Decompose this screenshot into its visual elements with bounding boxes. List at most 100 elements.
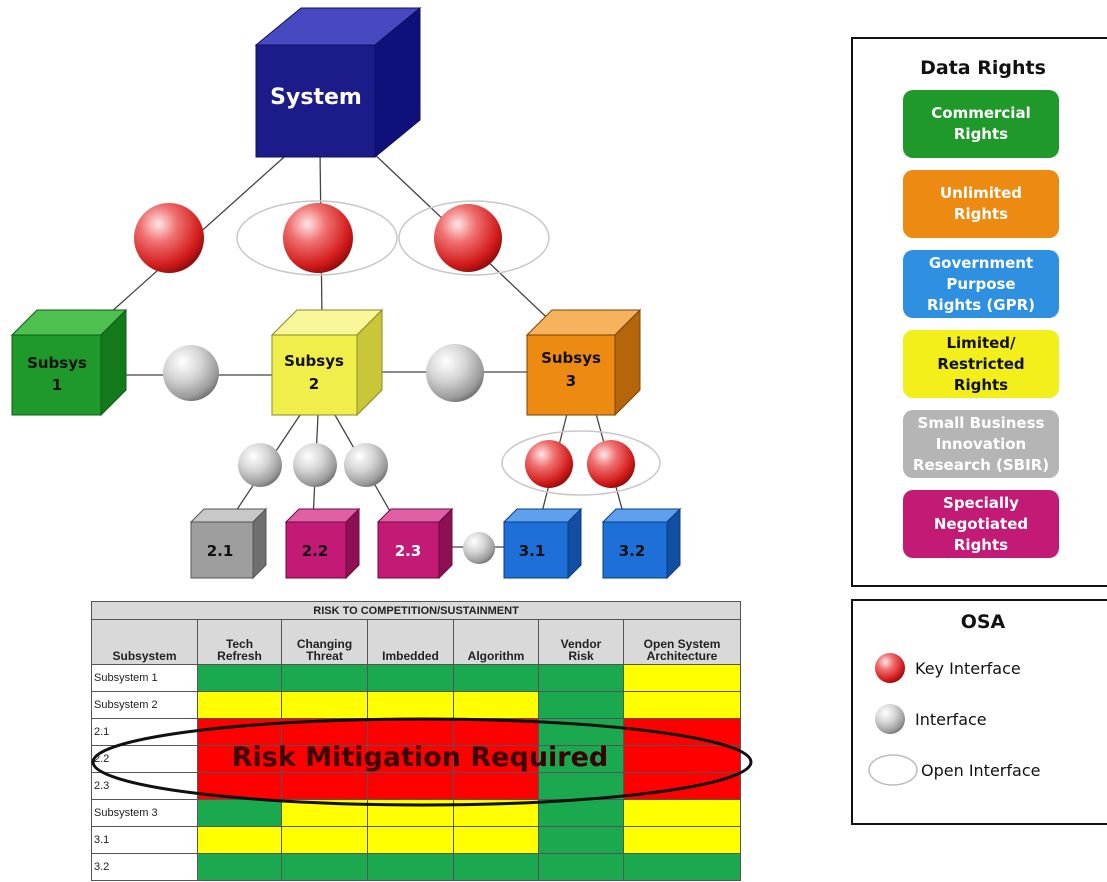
osa-interface-label: Interface [915,709,987,729]
risk-table-header: Vendor Risk [538,619,624,665]
node-2-1[interactable]: 2.1 [189,507,268,580]
risk-table-header: Subsystem [91,619,198,665]
risk-cell-yellow [453,690,539,719]
risk-table-header: Changing Threat [281,619,368,665]
risk-cell-green [538,798,624,827]
data-rights-title: Data Rights [920,57,1046,79]
risk-table-row-name: 2.3 [91,771,198,800]
node-3-2-label: 3.2 [619,542,646,560]
interface-ball [163,345,219,401]
osa-interface-item: Interface [873,702,987,736]
risk-table-row: 2.3 [91,771,742,800]
risk-cell-green [622,852,742,882]
open-interface-ellipse [398,200,550,276]
risk-cell-yellow [453,798,539,827]
key-interface-ball [525,440,573,488]
node-2-1-label: 2.1 [207,542,234,560]
risk-table-row: Subsystem 1 [91,663,742,692]
risk-cell-green [453,663,539,692]
risk-cell-yellow [281,798,368,827]
risk-table-row-name: Subsystem 1 [91,663,198,692]
risk-table-row-name: 2.2 [91,744,198,773]
open-interface-ellipse [236,200,398,276]
interface-ball [426,344,484,402]
risk-table-row-name: 3.1 [91,825,198,854]
risk-table-title: RISK TO COMPETITION/SUSTAINMENT [90,600,742,621]
risk-cell-green [367,852,454,882]
risk-table-row: 3.2 [91,852,742,882]
risk-cell-green [538,663,624,692]
risk-cell-green [281,852,368,882]
risk-cell-yellow [197,825,282,854]
node-3-2[interactable]: 3.2 [601,507,682,580]
osa-open-interface-item: Open Interface [867,753,1040,787]
data-rights-item: Unlimited Rights [903,170,1059,238]
node-2-3[interactable]: 2.3 [376,507,454,580]
node-system[interactable]: System [254,6,422,159]
risk-cell-yellow [622,663,742,692]
risk-cell-yellow [622,825,742,854]
osa-open-interface-label: Open Interface [921,760,1041,780]
risk-table-header: Algorithm [453,619,539,665]
risk-cell-yellow [453,825,539,854]
risk-cell-green [453,852,539,882]
risk-cell-yellow [367,798,454,827]
risk-cell-yellow [622,798,742,827]
risk-cell-red [453,771,539,800]
risk-table-row: 3.1 [91,825,742,854]
risk-cell-green [281,663,368,692]
risk-cell-yellow [367,690,454,719]
open-interface-icon [868,754,918,786]
risk-cell-green [197,798,282,827]
node-2-2-label: 2.2 [302,542,329,560]
risk-cell-green [538,852,624,882]
interface-ball [463,532,495,564]
osa-title: OSA [960,611,1006,633]
interface-ball [344,443,388,487]
risk-cell-red [367,771,454,800]
node-3-1[interactable]: 3.1 [502,507,583,580]
risk-cell-red [622,771,742,800]
osa-legend: OSA Key Interface Interface Open Interfa… [851,599,1107,825]
interface-ball [238,443,282,487]
key-interfaces [134,203,635,488]
risk-cell-green [538,771,624,800]
risk-table-row: Subsystem 3 [91,798,742,827]
data-rights-item: Limited/ Restricted Rights [903,330,1059,398]
risk-table-header: Open System Architecture [622,619,742,665]
risk-cell-red [197,771,282,800]
interfaces [163,344,495,564]
data-rights-item: Government Purpose Rights (GPR) [903,250,1059,318]
key-interface-ball [434,204,502,272]
risk-cell-yellow [622,690,742,719]
osa-key-interface-label: Key Interface [915,658,1021,678]
node-2-2[interactable]: 2.2 [284,507,361,580]
risk-mitigation-label: Risk Mitigation Required [231,742,609,773]
key-interface-ball [283,203,353,273]
open-interface-ellipse [501,430,661,496]
risk-table-row-name: Subsystem 3 [91,798,198,827]
node-3-1-label: 3.1 [519,542,546,560]
node-2-3-label: 2.3 [395,542,422,560]
risk-table-row-name: 3.2 [91,852,198,882]
risk-cell-yellow [281,690,368,719]
key-interface-ball [587,440,635,488]
risk-table-row: Subsystem 2 [91,690,742,719]
risk-table-row-name: Subsystem 2 [91,690,198,719]
risk-cell-green [538,690,624,719]
risk-cell-yellow [197,690,282,719]
open-interface-ellipses [236,200,661,496]
data-rights-item: Commercial Rights [903,90,1059,158]
node-system-label: System [270,85,362,110]
risk-table-header: Tech Refresh [197,619,282,665]
risk-table: RISK TO COMPETITION/SUSTAINMENT Subsyste… [90,600,742,882]
risk-cell-green [197,663,282,692]
interface-icon [875,704,905,734]
